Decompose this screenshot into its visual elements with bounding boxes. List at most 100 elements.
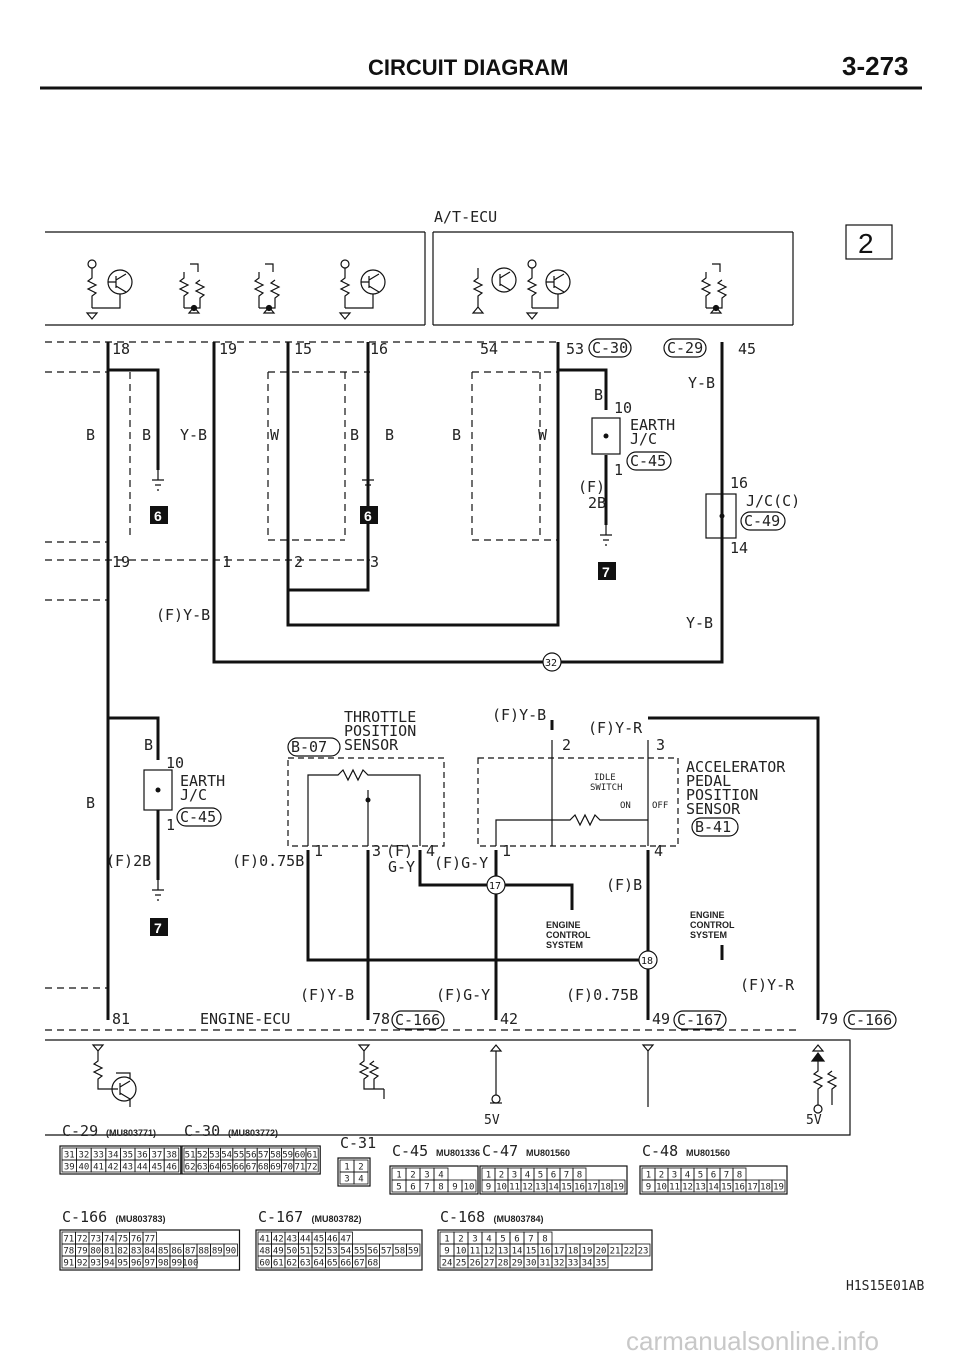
- connector-pin-number: 5: [698, 1171, 703, 1181]
- connector-pin-number: 73: [90, 1235, 101, 1245]
- connector-pin-number: 32: [78, 1151, 89, 1161]
- connector-pin-number: 56: [367, 1247, 378, 1257]
- svg-text:C-166: C-166: [847, 1011, 892, 1029]
- connector-ref: C-48: [642, 1142, 678, 1160]
- connector-pin-number: 22: [624, 1247, 635, 1257]
- connector-pin-number: 45: [151, 1163, 162, 1173]
- svg-text:(F)Y-R: (F)Y-R: [588, 719, 643, 737]
- connector-pin-number: 10: [456, 1247, 467, 1257]
- connector-pin-number: 17: [747, 1183, 758, 1193]
- connector-pin-number: 98: [158, 1259, 169, 1269]
- svg-text:C-30: C-30: [592, 339, 628, 357]
- connector-cavity: [611, 1179, 626, 1193]
- svg-text:Y-B: Y-B: [686, 614, 713, 632]
- connector-pin-number: 1: [646, 1171, 651, 1181]
- svg-text:(F)Y-B: (F)Y-B: [300, 986, 354, 1004]
- connector-pin-number: 36: [137, 1151, 148, 1161]
- connector-pin-number: 40: [78, 1163, 89, 1173]
- svg-text:1: 1: [502, 842, 511, 860]
- svg-text:19: 19: [112, 553, 130, 571]
- svg-text:B: B: [144, 736, 153, 754]
- svg-text:10: 10: [614, 399, 632, 417]
- svg-text:(F)0.75B: (F)0.75B: [232, 852, 304, 870]
- throttle-position-sensor: THROTTLE POSITION SENSOR B-07 1 3 4: [287, 708, 445, 860]
- top-pin-labels: 18 19 15 16 54 53 45: [112, 340, 756, 358]
- connector-pin-number: 67: [354, 1259, 365, 1269]
- connector-pin-number: 80: [90, 1247, 101, 1257]
- connector-pin-number: 25: [456, 1259, 467, 1269]
- svg-text:J/C(C): J/C(C): [746, 492, 800, 510]
- svg-text:1: 1: [314, 842, 323, 860]
- connector-pin-number: 74: [104, 1235, 115, 1245]
- connector-pin-number: 66: [233, 1163, 244, 1173]
- svg-text:(F)0.75B: (F)0.75B: [566, 986, 638, 1004]
- connector-pin-number: 2: [458, 1235, 463, 1245]
- earth-jc-upper: EARTH J/C C-45: [591, 416, 675, 471]
- accelerator-pedal-position-sensor: IDLE SWITCH ON OFF 2 3 1 4 ACCELERATOR P…: [477, 736, 786, 860]
- connector-pin-number: 9: [646, 1183, 651, 1193]
- svg-text:(F)G-Y: (F)G-Y: [436, 986, 490, 1004]
- connector-pin-number: 71: [294, 1163, 305, 1173]
- svg-text:C-166: C-166: [395, 1011, 440, 1029]
- connector-pin-number: 90: [225, 1247, 236, 1257]
- svg-text:14: 14: [730, 539, 748, 557]
- svg-text:(F)Y-B: (F)Y-B: [492, 706, 546, 724]
- svg-text:49: 49: [652, 1010, 670, 1028]
- connector-frame: [181, 1145, 321, 1175]
- connector-pin-number: 5: [396, 1183, 401, 1193]
- connector-pin-number: 2: [499, 1171, 504, 1181]
- connector-pin-number: 62: [185, 1163, 196, 1173]
- connector-pin-number: 54: [340, 1247, 351, 1257]
- connector-pin-number: 1: [444, 1235, 449, 1245]
- svg-text:G-Y: G-Y: [388, 858, 415, 876]
- connector-pin-number: 41: [93, 1163, 104, 1173]
- connector-cavity: [593, 1255, 609, 1269]
- watermark: carmanualsonline.info: [626, 1326, 879, 1356]
- svg-text:53: 53: [566, 340, 584, 358]
- connector-pin-number: 17: [587, 1183, 598, 1193]
- svg-text:10: 10: [166, 754, 184, 772]
- earth-jc-lower: 10 EARTH J/C C-45 1: [143, 754, 225, 834]
- svg-text:1: 1: [166, 816, 175, 834]
- svg-text:B-41: B-41: [695, 818, 731, 836]
- connector-pin-number: 99: [171, 1259, 182, 1269]
- svg-text:32: 32: [545, 658, 557, 669]
- connector-pin-number: 14: [512, 1247, 523, 1257]
- svg-text:ENGINE-ECU: ENGINE-ECU: [200, 1010, 290, 1028]
- connector-cavity: [183, 1255, 198, 1269]
- svg-text:SENSOR: SENSOR: [686, 800, 741, 818]
- connector-pin-number: 9: [486, 1183, 491, 1193]
- connector-pin-number: 15: [721, 1183, 732, 1193]
- svg-text:81: 81: [112, 1010, 130, 1028]
- connector-ref: C-29: [62, 1122, 98, 1140]
- svg-text:J/C: J/C: [180, 786, 207, 804]
- connector-pin-number: 58: [394, 1247, 405, 1257]
- svg-text:4: 4: [426, 842, 435, 860]
- connector-pin-number: 13: [535, 1183, 546, 1193]
- connector-pin-number: 86: [171, 1247, 182, 1257]
- svg-text:EARTH: EARTH: [180, 772, 225, 790]
- connector-pin-number: 82: [117, 1247, 128, 1257]
- connector-pin-number: 21: [610, 1247, 621, 1257]
- svg-text:(F)B: (F)B: [606, 876, 642, 894]
- connector-pin-number: 52: [313, 1247, 324, 1257]
- connector-pin-number: 8: [737, 1171, 742, 1181]
- connector-pin-number: 26: [470, 1259, 481, 1269]
- svg-text:(F)Y-B: (F)Y-B: [156, 606, 210, 624]
- connector-pin-number: 95: [117, 1259, 128, 1269]
- connector-pin-number: 4: [525, 1171, 530, 1181]
- connector-pin-number: 9: [452, 1183, 457, 1193]
- connector-pin-number: 4: [685, 1171, 690, 1181]
- connector-pin-number: 7: [564, 1171, 569, 1181]
- connector-pin-number: 61: [273, 1259, 284, 1269]
- svg-text:POSITION: POSITION: [686, 786, 758, 804]
- svg-text:PEDAL: PEDAL: [686, 772, 731, 790]
- svg-text:16: 16: [370, 340, 388, 358]
- connector-pin-number: 16: [540, 1247, 551, 1257]
- connector-pin-number: 4: [438, 1171, 443, 1181]
- connector-pin-number: 32: [554, 1259, 565, 1269]
- connector-pin-number: 18: [760, 1183, 771, 1193]
- connector-pin-number: 20: [596, 1247, 607, 1257]
- connector-pin-number: 35: [596, 1259, 607, 1269]
